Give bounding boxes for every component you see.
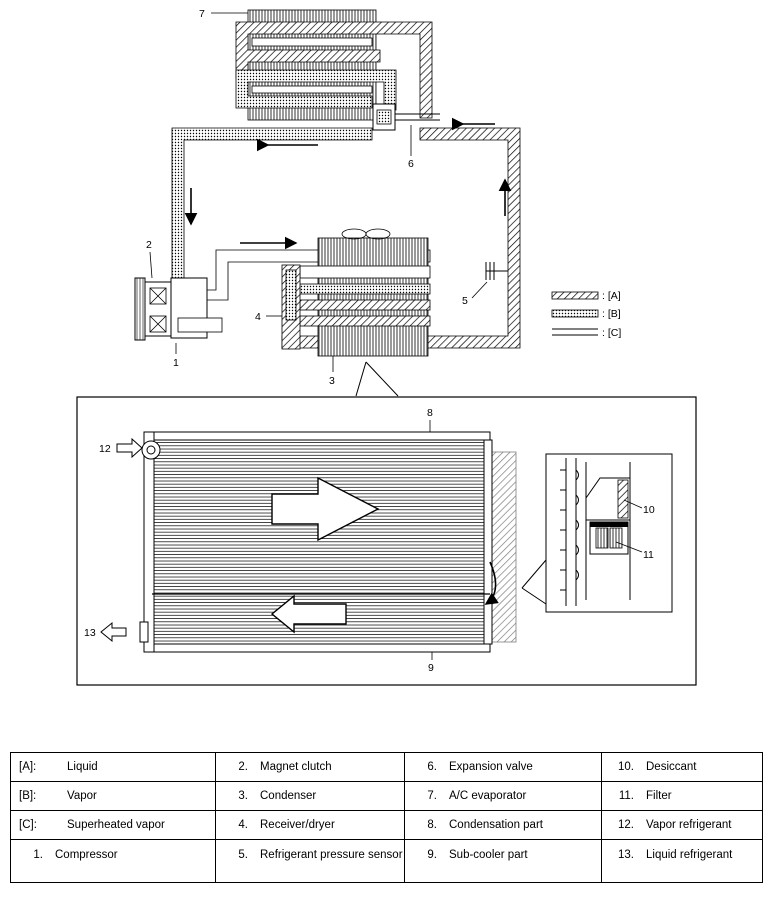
- callout-12: 12: [99, 443, 111, 455]
- legend-value: Liquid: [67, 761, 98, 773]
- legend-value: Superheated vapor: [67, 819, 165, 831]
- callout-4: 4: [255, 311, 261, 323]
- key-c: : [C]: [602, 327, 621, 339]
- callout-2: 2: [146, 239, 152, 251]
- legend-key: 8.: [427, 819, 437, 831]
- compressor: [134, 277, 223, 341]
- condenser-detail: [139, 431, 517, 653]
- receiver-dryer: [281, 264, 301, 350]
- legend-key: 13.: [618, 849, 634, 861]
- legend-key: 2.: [238, 761, 248, 773]
- condenser: [299, 228, 431, 357]
- legend-value: Vapor: [67, 790, 97, 802]
- legend-value: Expansion valve: [449, 761, 533, 773]
- legend-value: Refrigerant pressure sensor: [260, 849, 403, 861]
- legend-key: 3.: [238, 790, 248, 802]
- legend-value: Sub-cooler part: [449, 849, 528, 861]
- refrigerant-circuit-diagram: 7 6 5 2: [76, 8, 697, 686]
- legend-row: [A]: Liquid 2. Magnet clutch 6. Expansion v…: [10, 752, 763, 782]
- callout-7: 7: [199, 8, 205, 20]
- line-key: [551, 291, 599, 336]
- callout-3: 3: [329, 375, 335, 387]
- legend-value: Desiccant: [646, 761, 697, 773]
- legend-key: [B]:: [19, 790, 37, 802]
- legend-key: 7.: [427, 790, 437, 802]
- key-a: : [A]: [602, 290, 621, 302]
- legend-value: Condenser: [260, 790, 317, 802]
- legend-row: [B]: Vapor 3. Condenser 7. A/C evaporator 1…: [10, 781, 763, 811]
- key-b: : [B]: [602, 308, 621, 320]
- legend-row: 1. Compressor 5. Refrigerant pressure sens…: [10, 839, 763, 883]
- vapor-inlet-arrow: [116, 437, 143, 459]
- legend-key: 11.: [618, 790, 634, 802]
- callout-11: 11: [643, 549, 654, 561]
- callout-1: 1: [173, 357, 179, 369]
- callout-6: 6: [408, 158, 414, 170]
- receiver-inset: [521, 453, 673, 613]
- legend-value: Receiver/dryer: [260, 819, 335, 831]
- callout-13: 13: [84, 627, 96, 639]
- legend-key: 6.: [427, 761, 437, 773]
- legend-value: Vapor refrigerant: [646, 819, 732, 831]
- pressure-sensor: [485, 262, 508, 280]
- callout-8: 8: [427, 407, 433, 419]
- legend-row: [C]: Superheated vapor 4. Receiver/dryer 8…: [10, 810, 763, 840]
- callout-9: 9: [428, 662, 434, 674]
- callout-5: 5: [462, 295, 468, 307]
- legend-key: 10.: [618, 761, 634, 773]
- evaporator: [235, 9, 433, 121]
- legend-key: [A]:: [19, 761, 37, 773]
- legend-key: 12.: [618, 819, 634, 831]
- legend-value: Condensation part: [449, 819, 543, 831]
- legend-table: [A]: Liquid 2. Magnet clutch 6. Expansion v…: [10, 752, 763, 883]
- legend-value: A/C evaporator: [449, 790, 527, 802]
- legend-key: 9.: [427, 849, 437, 861]
- legend-key: 4.: [238, 819, 248, 831]
- legend-value: Liquid refrigerant: [646, 849, 733, 861]
- legend-key: 5.: [238, 849, 248, 861]
- legend-value: Magnet clutch: [260, 761, 332, 773]
- legend-value: Compressor: [55, 849, 118, 861]
- legend-key: [C]:: [19, 819, 37, 831]
- legend-value: Filter: [646, 790, 672, 802]
- expansion-valve: [372, 103, 440, 131]
- legend-key: 1.: [33, 849, 43, 861]
- callout-10: 10: [643, 504, 655, 516]
- liquid-outlet-arrow: [100, 621, 127, 643]
